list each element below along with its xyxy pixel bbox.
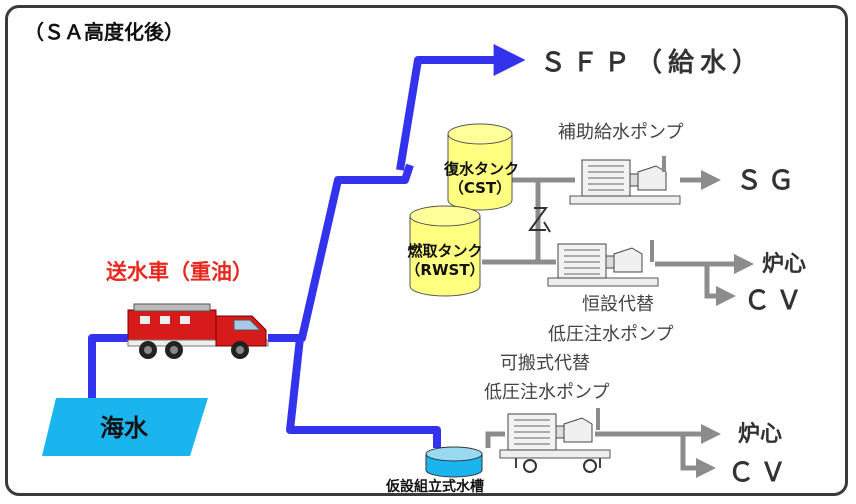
- seawater-label: 海水: [100, 414, 148, 442]
- rwst-tank-label: 燃取タンク （RWST）: [404, 242, 486, 280]
- perm-pump-label-2: 低圧注水ポンプ: [548, 324, 674, 345]
- perm-pump-label-1: 恒設代替: [582, 294, 654, 315]
- aux-feedwater-pump: [569, 156, 681, 205]
- cst-tank-label: 復水タンク （CST）: [444, 160, 520, 198]
- diagram-title: （ＳＡ高度化後）: [24, 20, 184, 44]
- cv-label-1: ＣＶ: [744, 286, 809, 316]
- temp-tank-label: 仮設組立式水槽: [386, 479, 484, 495]
- sfp-label: ＳＦＰ（給水）: [540, 48, 765, 78]
- core-label-2: 炉心: [738, 422, 783, 447]
- core-label-1: 炉心: [762, 252, 807, 277]
- aux-pump-label: 補助給水ポンプ: [558, 122, 684, 143]
- fire-truck-label: 送水車（重油）: [106, 260, 253, 284]
- port-pump-label-2: 低圧注水ポンプ: [484, 382, 610, 403]
- rwst-tank: [409, 205, 481, 297]
- process-lines: [482, 170, 754, 478]
- permanent-lp-pump: [547, 240, 659, 287]
- port-pump-label-1: 可搬式代替: [500, 353, 590, 374]
- diagram-frame: [5, 5, 848, 496]
- check-valve: [528, 207, 551, 233]
- fire-truck-icon: [127, 303, 269, 359]
- truck-to-tanks-line: [268, 163, 414, 342]
- seawater-block: [42, 398, 208, 456]
- cst-name: 復水タンク: [444, 160, 520, 178]
- truck-to-temp-tank-line: [286, 337, 441, 448]
- cst-code: （CST）: [448, 178, 512, 197]
- portable-lp-pump: [499, 408, 611, 473]
- sg-label: ＳＧ: [736, 166, 801, 196]
- temporary-water-tank: [425, 446, 483, 478]
- cv-label-2: ＣＶ: [728, 458, 793, 488]
- supply-lines: [88, 44, 526, 448]
- sfp-line: [396, 44, 526, 171]
- rwst-code: （RWST）: [405, 260, 485, 279]
- rwst-name: 燃取タンク: [407, 242, 483, 260]
- cst-tank: [447, 123, 513, 211]
- seawater-to-truck-line: [88, 334, 130, 398]
